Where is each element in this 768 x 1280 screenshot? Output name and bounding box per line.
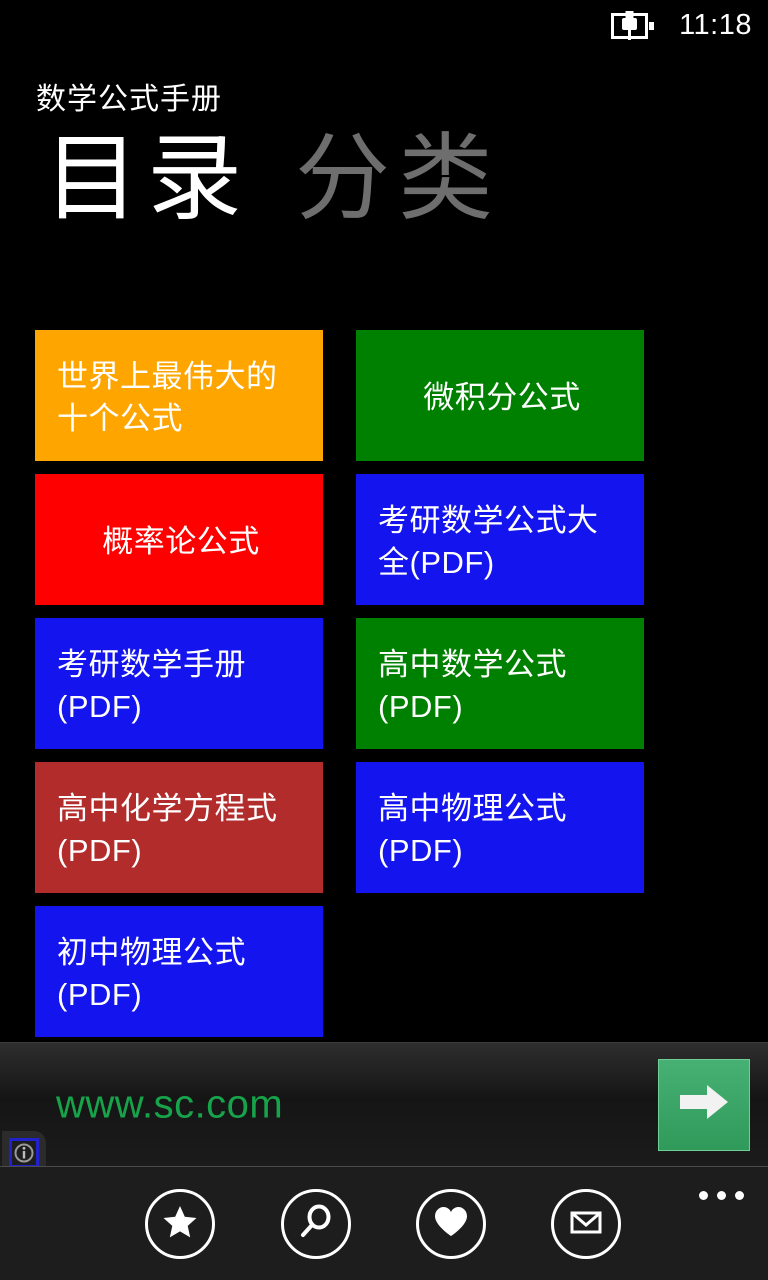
tile-highschool-chemistry-equations-pdf[interactable]: 高中化学方程式(PDF): [35, 762, 323, 893]
tile-label: 微积分公式: [423, 379, 581, 415]
status-bar: 11:18: [0, 0, 768, 52]
tile-greatest-formulas[interactable]: 世界上最伟大的十个公式: [35, 330, 323, 461]
ellipsis-dot: [735, 1191, 744, 1200]
tile-label: 高中物理公式(PDF): [378, 790, 567, 868]
mail-button[interactable]: [551, 1189, 621, 1259]
search-button[interactable]: [281, 1189, 351, 1259]
arrow-right-icon: [678, 1080, 730, 1129]
tile-label: 考研数学公式大全(PDF): [378, 502, 599, 580]
like-button[interactable]: [416, 1189, 486, 1259]
battery-charging-icon: [611, 10, 657, 42]
ad-banner[interactable]: www.sc.com: [0, 1042, 768, 1175]
app-header: 数学公式手册 目录 分类: [0, 52, 768, 231]
ad-cta-button[interactable]: [658, 1058, 750, 1151]
info-badge-icon: [9, 1138, 39, 1168]
tile-middleschool-physics-formulas-pdf[interactable]: 初中物理公式(PDF): [35, 906, 323, 1037]
ellipsis-dot: [717, 1191, 726, 1200]
star-icon: [161, 1203, 199, 1246]
tab-catalog[interactable]: 目录: [44, 126, 251, 232]
tile-probability-formulas[interactable]: 概率论公式: [35, 474, 323, 605]
mail-icon: [567, 1203, 605, 1246]
ellipsis-dot: [699, 1191, 708, 1200]
tile-label: 高中化学方程式(PDF): [57, 790, 278, 868]
status-time: 11:18: [679, 8, 752, 41]
tab-category[interactable]: 分类: [295, 126, 502, 232]
pivot-tabs: 目录 分类: [0, 128, 768, 231]
app-title: 数学公式手册: [36, 83, 222, 116]
app-bar: [0, 1166, 768, 1280]
tile-highschool-math-formulas-pdf[interactable]: 高中数学公式(PDF): [356, 618, 644, 749]
tile-label: 初中物理公式(PDF): [57, 934, 246, 1012]
ellipsis-icon[interactable]: [699, 1191, 744, 1200]
heart-icon: [432, 1203, 470, 1246]
tile-highschool-physics-formulas-pdf[interactable]: 高中物理公式(PDF): [356, 762, 644, 893]
tile-label: 世界上最伟大的十个公式: [57, 358, 278, 436]
tile-label: 考研数学手册(PDF): [57, 646, 246, 724]
tile-grid: 世界上最伟大的十个公式 微积分公式 概率论公式 考研数学公式大全(PDF) 考研…: [35, 330, 650, 1037]
tile-postgrad-math-handbook-pdf[interactable]: 考研数学手册(PDF): [35, 618, 323, 749]
tile-calculus-formulas[interactable]: 微积分公式: [356, 330, 644, 461]
search-icon: [297, 1203, 335, 1246]
favorites-button[interactable]: [145, 1189, 215, 1259]
tile-label: 高中数学公式(PDF): [378, 646, 567, 724]
tile-postgrad-math-formulas-pdf[interactable]: 考研数学公式大全(PDF): [356, 474, 644, 605]
ad-url-text: www.sc.com: [56, 1082, 284, 1126]
tile-label: 概率论公式: [102, 523, 260, 559]
